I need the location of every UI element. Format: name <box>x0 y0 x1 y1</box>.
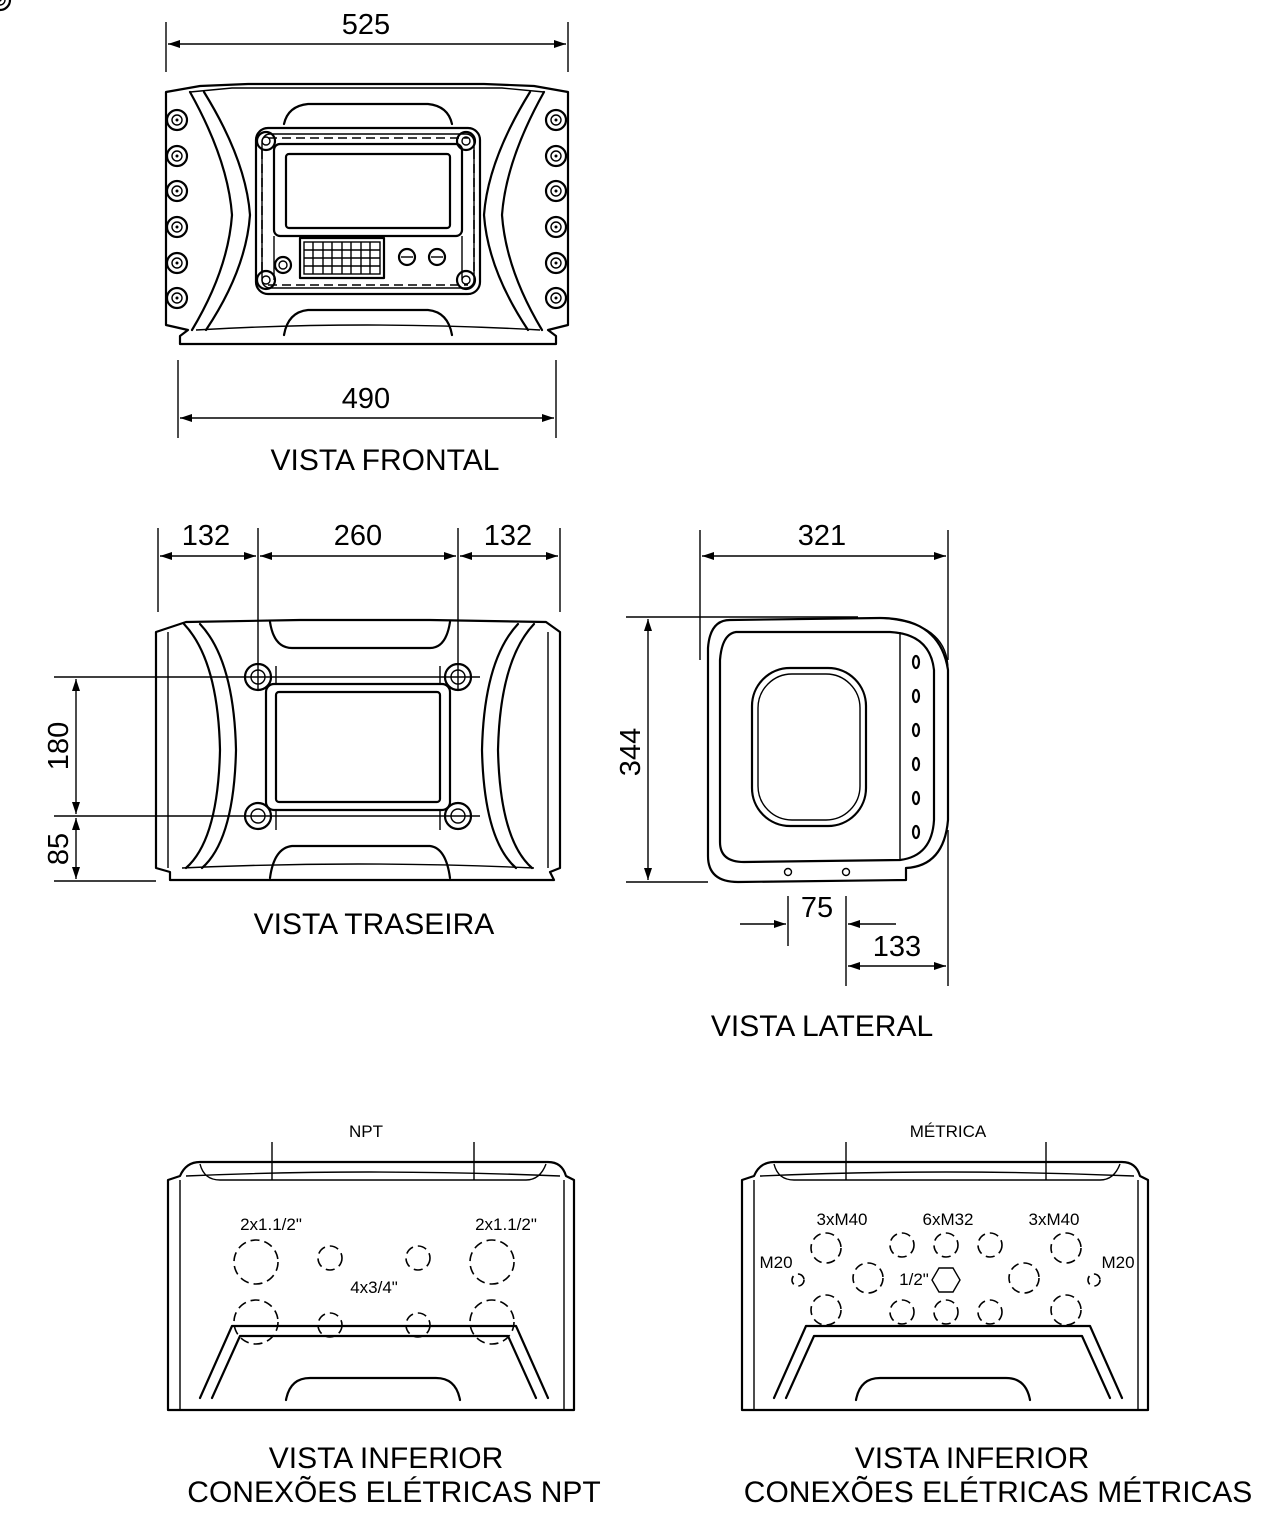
metric-left-group-label: 3xM40 <box>816 1210 867 1229</box>
dim-label-132-right: 132 <box>484 520 532 552</box>
dim-side-depth: 321 <box>699 520 949 660</box>
bottom-metric-title-line1: VISTA INFERIOR <box>855 1442 1089 1475</box>
dim-label-260: 260 <box>334 520 382 552</box>
front-display-module <box>254 126 482 296</box>
metric-right-small-label: M20 <box>1101 1253 1134 1272</box>
keypad-grid <box>298 236 386 280</box>
dim-label-75: 75 <box>801 892 833 924</box>
front-view: 525 <box>0 0 570 477</box>
npt-right-large-label: 2x1.1/2" <box>475 1215 537 1234</box>
dim-label-525: 525 <box>342 9 390 41</box>
rear-plate <box>236 662 480 831</box>
npt-housing <box>166 1160 576 1412</box>
npt-conduit-holes <box>233 1239 515 1345</box>
dim-side-holes: 75 133 <box>740 830 949 986</box>
bottom-npt-title-line1: VISTA INFERIOR <box>269 1442 503 1475</box>
dim-label-321: 321 <box>798 520 846 552</box>
side-view: 321 344 <box>615 520 950 1043</box>
bottom-view-metric: MÉTRICA <box>740 1122 1252 1509</box>
dim-front-width-bottom: 490 <box>177 360 557 438</box>
side-bolt-column <box>911 654 921 840</box>
npt-middle-small-label: 4x3/4" <box>350 1278 398 1297</box>
display-screws <box>255 130 477 291</box>
front-housing <box>164 82 570 346</box>
bottom-view-npt: NPT 2x1.1/2" 2x1.1/2" 4x3/4" VISTA INFER… <box>166 1122 601 1509</box>
metric-housing <box>740 1160 1150 1412</box>
front-right-bolt-column <box>544 108 568 310</box>
bottom-npt-title-line2: CONEXÕES ELÉTRICAS NPT <box>187 1475 600 1509</box>
side-housing <box>706 616 950 884</box>
dim-rear-horizontal: 132 260 132 <box>157 520 561 690</box>
dim-label-344: 344 <box>615 728 647 776</box>
bottom-metric-title-line2: CONEXÕES ELÉTRICAS MÉTRICAS <box>744 1475 1252 1509</box>
dim-rear-vertical: 180 85 <box>43 676 236 882</box>
npt-left-large-label: 2x1.1/2" <box>240 1215 302 1234</box>
dim-label-490: 490 <box>342 383 390 415</box>
npt-header: NPT <box>349 1122 383 1141</box>
metric-left-small-label: M20 <box>759 1253 792 1272</box>
dim-front-width-top: 525 <box>165 9 569 72</box>
side-bottom-holes <box>783 867 851 877</box>
metric-center-group-label: 6xM32 <box>922 1210 973 1229</box>
rear-housing <box>154 618 562 882</box>
front-side-bolts <box>0 0 12 12</box>
dim-label-85: 85 <box>43 833 75 865</box>
rear-mount-holes <box>243 662 473 831</box>
metric-center-hex-label: 1/2" <box>899 1270 929 1289</box>
front-buttons <box>397 247 447 267</box>
rear-view: 132 260 132 <box>43 520 562 941</box>
dim-label-132-left: 132 <box>182 520 230 552</box>
front-view-title: VISTA FRONTAL <box>271 444 500 477</box>
rear-view-title: VISTA TRASEIRA <box>254 908 495 941</box>
front-left-bolt-column <box>165 108 189 310</box>
metric-header: MÉTRICA <box>910 1122 987 1141</box>
metric-right-group-label: 3xM40 <box>1028 1210 1079 1229</box>
dim-label-133: 133 <box>873 931 921 963</box>
dim-side-height: 344 <box>615 616 858 883</box>
dim-label-180: 180 <box>43 722 75 770</box>
side-view-title: VISTA LATERAL <box>711 1010 933 1043</box>
metric-conduit-holes <box>791 1232 1101 1326</box>
